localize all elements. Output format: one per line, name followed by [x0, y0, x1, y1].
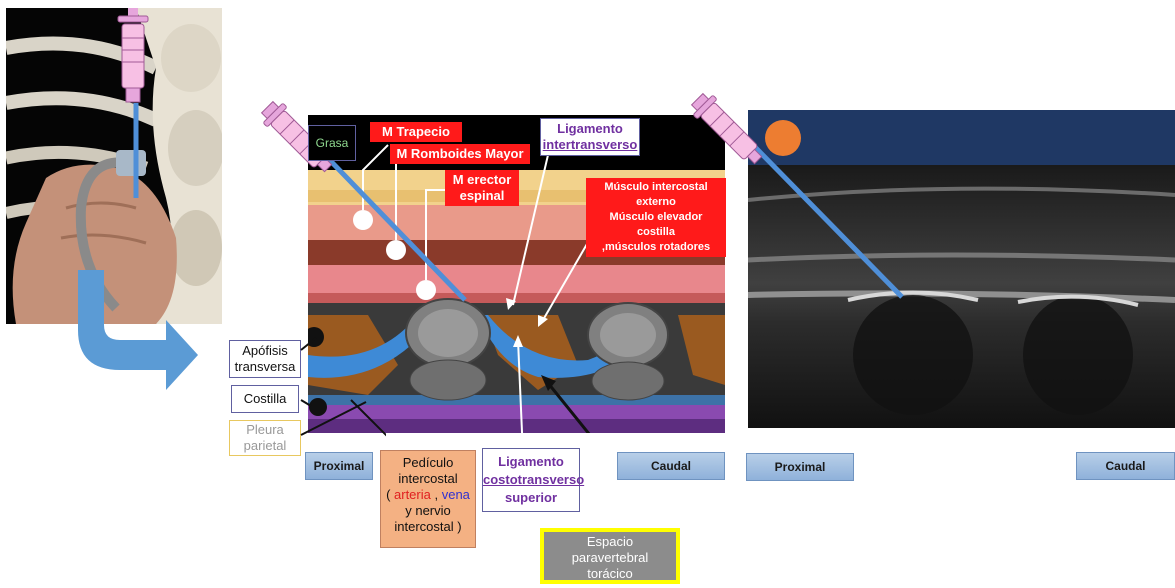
pediculo-arteria: arteria: [394, 487, 431, 502]
center-needle: [240, 80, 470, 305]
pediculo-comma: ,: [431, 487, 442, 502]
label-pediculo-line2: intercostal: [381, 471, 475, 487]
label-erector-line1: M erector: [449, 172, 515, 188]
label-espacio-line2: paravertebral: [544, 550, 676, 566]
proximal-button-right[interactable]: Proximal: [746, 453, 854, 481]
label-lig-costo-line3: superior: [483, 489, 579, 507]
label-pleura-parietal: Pleura parietal: [229, 420, 301, 456]
pediculo-vena: vena: [442, 487, 470, 502]
label-pediculo-line3: ( arteria , vena: [381, 487, 475, 503]
label-intercostal-line3: Músculo elevador costilla: [590, 210, 722, 240]
label-grasa: Grasa: [308, 125, 356, 161]
caudal-button-left[interactable]: Caudal: [617, 452, 725, 480]
label-espacio-line1: Espacio: [544, 534, 676, 550]
label-intercostal-line1: Músculo intercostal: [590, 180, 722, 195]
pediculo-paren: (: [386, 487, 394, 502]
label-espacio-paravertebral: Espacio paravertebral torácico: [540, 528, 680, 584]
label-erector-line2: espinal: [449, 188, 515, 204]
label-romboides: M Romboides Mayor: [390, 144, 530, 164]
label-pediculo-line1: Pedículo: [381, 455, 475, 471]
left-label-connectors: [296, 330, 386, 450]
label-pleura-line1: Pleura: [230, 422, 300, 438]
label-musculo-intercostal: Músculo intercostal externo Músculo elev…: [586, 178, 726, 257]
label-apofisis-transversa: Apófisis transversa: [229, 340, 301, 378]
curved-arrow-icon: [70, 270, 200, 390]
label-ligamento-costotransverso: Ligamento costotransverso superior: [482, 448, 580, 512]
proximal-button-left[interactable]: Proximal: [305, 452, 373, 480]
label-erector: M erector espinal: [445, 170, 519, 206]
label-apofisis-line1: Apófisis: [230, 343, 300, 359]
label-costilla: Costilla: [231, 385, 299, 413]
label-intercostal-line2: externo: [590, 195, 722, 210]
label-lig-costo-line1: Ligamento: [483, 453, 579, 471]
caudal-button-right[interactable]: Caudal: [1076, 452, 1175, 480]
label-lig-inter-line2: intertransverso: [541, 137, 639, 153]
label-lig-inter-line1: Ligamento: [541, 121, 639, 137]
label-intercostal-line4: ,músculos rotadores: [590, 240, 722, 255]
label-ligamento-intertransverso: Ligamento intertransverso: [540, 118, 640, 156]
label-pediculo-line5: intercostal ): [381, 519, 475, 535]
label-trapecio: M Trapecio: [370, 122, 462, 142]
label-pleura-line2: parietal: [230, 438, 300, 454]
label-pediculo-intercostal: Pedículo intercostal ( arteria , vena y …: [380, 450, 476, 548]
label-apofisis-line2: transversa: [230, 359, 300, 375]
label-espacio-line3: torácico: [544, 566, 676, 582]
label-lig-costo-line2: costotransverso: [483, 471, 579, 489]
label-pediculo-line4: y nervio: [381, 503, 475, 519]
